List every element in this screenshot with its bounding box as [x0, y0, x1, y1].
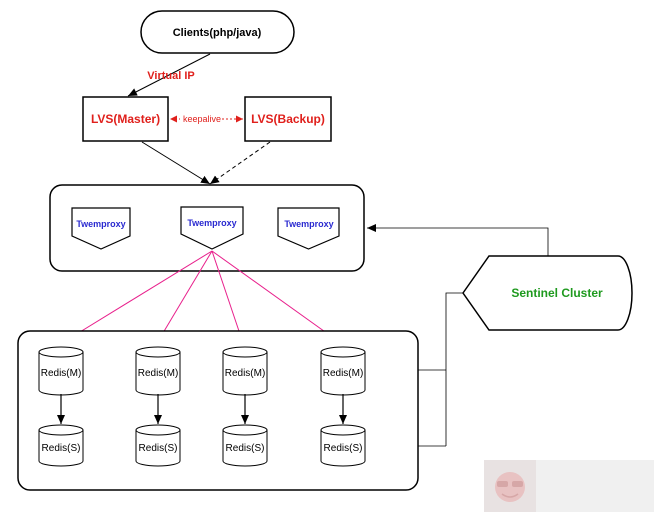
- edge-master-to-proxy: [141, 141, 211, 185]
- twemproxy-node-1: Twemproxy: [71, 207, 131, 250]
- edge-proxy-redis-4: [211, 250, 343, 345]
- redis-slave-label-2: Redis(S): [139, 443, 178, 454]
- clients-label: Clients(php/java): [173, 27, 262, 39]
- twemproxy-label-3: Twemproxy: [284, 219, 333, 229]
- redis-master-label-1: Redis(M): [41, 368, 82, 379]
- redis-master-3: Redis(M): [222, 346, 268, 396]
- proxy-to-redis-edges: [61, 250, 343, 345]
- redis-slave-1: Redis(S): [38, 424, 84, 467]
- lvs-backup-label: LVS(Backup): [251, 112, 325, 126]
- edge-backup-to-proxy: [209, 141, 271, 185]
- twemproxy-label-1: Twemproxy: [76, 219, 125, 229]
- redis-slave-3: Redis(S): [222, 424, 268, 467]
- redis-slave-label-4: Redis(S): [324, 443, 363, 454]
- clients-node: Clients(php/java): [140, 10, 295, 54]
- lvs-master-node: LVS(Master): [82, 96, 169, 142]
- redis-group: [17, 330, 419, 491]
- watermark-logo: [484, 460, 654, 512]
- redis-slave-label-1: Redis(S): [42, 443, 81, 454]
- edge-sentinel-to-proxy: [367, 224, 549, 256]
- redis-slave-4: Redis(S): [320, 424, 366, 467]
- redis-master-4: Redis(M): [320, 346, 366, 396]
- edge-proxy-redis-3: [211, 250, 244, 344]
- lvs-backup-node: LVS(Backup): [244, 96, 332, 142]
- redis-master-2: Redis(M): [135, 346, 181, 396]
- redis-slave-2: Redis(S): [135, 424, 181, 467]
- redis-master-label-4: Redis(M): [323, 368, 364, 379]
- monkey-face-icon: [495, 472, 525, 502]
- lvs-master-label: LVS(Master): [91, 112, 160, 126]
- twemproxy-node-3: Twemproxy: [277, 207, 340, 250]
- redis-slave-label-3: Redis(S): [226, 443, 265, 454]
- sentinel-cluster-node: Sentinel Cluster: [462, 255, 633, 331]
- twemproxy-node-2: Twemproxy: [180, 206, 244, 250]
- redis-master-1: Redis(M): [38, 346, 84, 396]
- edge-virtual-ip: [127, 53, 211, 97]
- sentinel-label: Sentinel Cluster: [511, 286, 603, 300]
- keepalive-label: keepalive: [183, 114, 221, 124]
- edge-proxy-redis-2: [156, 250, 213, 344]
- edge-sentinel-to-redis: [445, 292, 463, 446]
- twemproxy-label-2: Twemproxy: [187, 218, 236, 228]
- virtual-ip-label: Virtual IP: [147, 70, 194, 82]
- edge-proxy-redis-1: [61, 250, 213, 344]
- redis-master-label-2: Redis(M): [138, 368, 179, 379]
- redis-master-label-3: Redis(M): [225, 368, 266, 379]
